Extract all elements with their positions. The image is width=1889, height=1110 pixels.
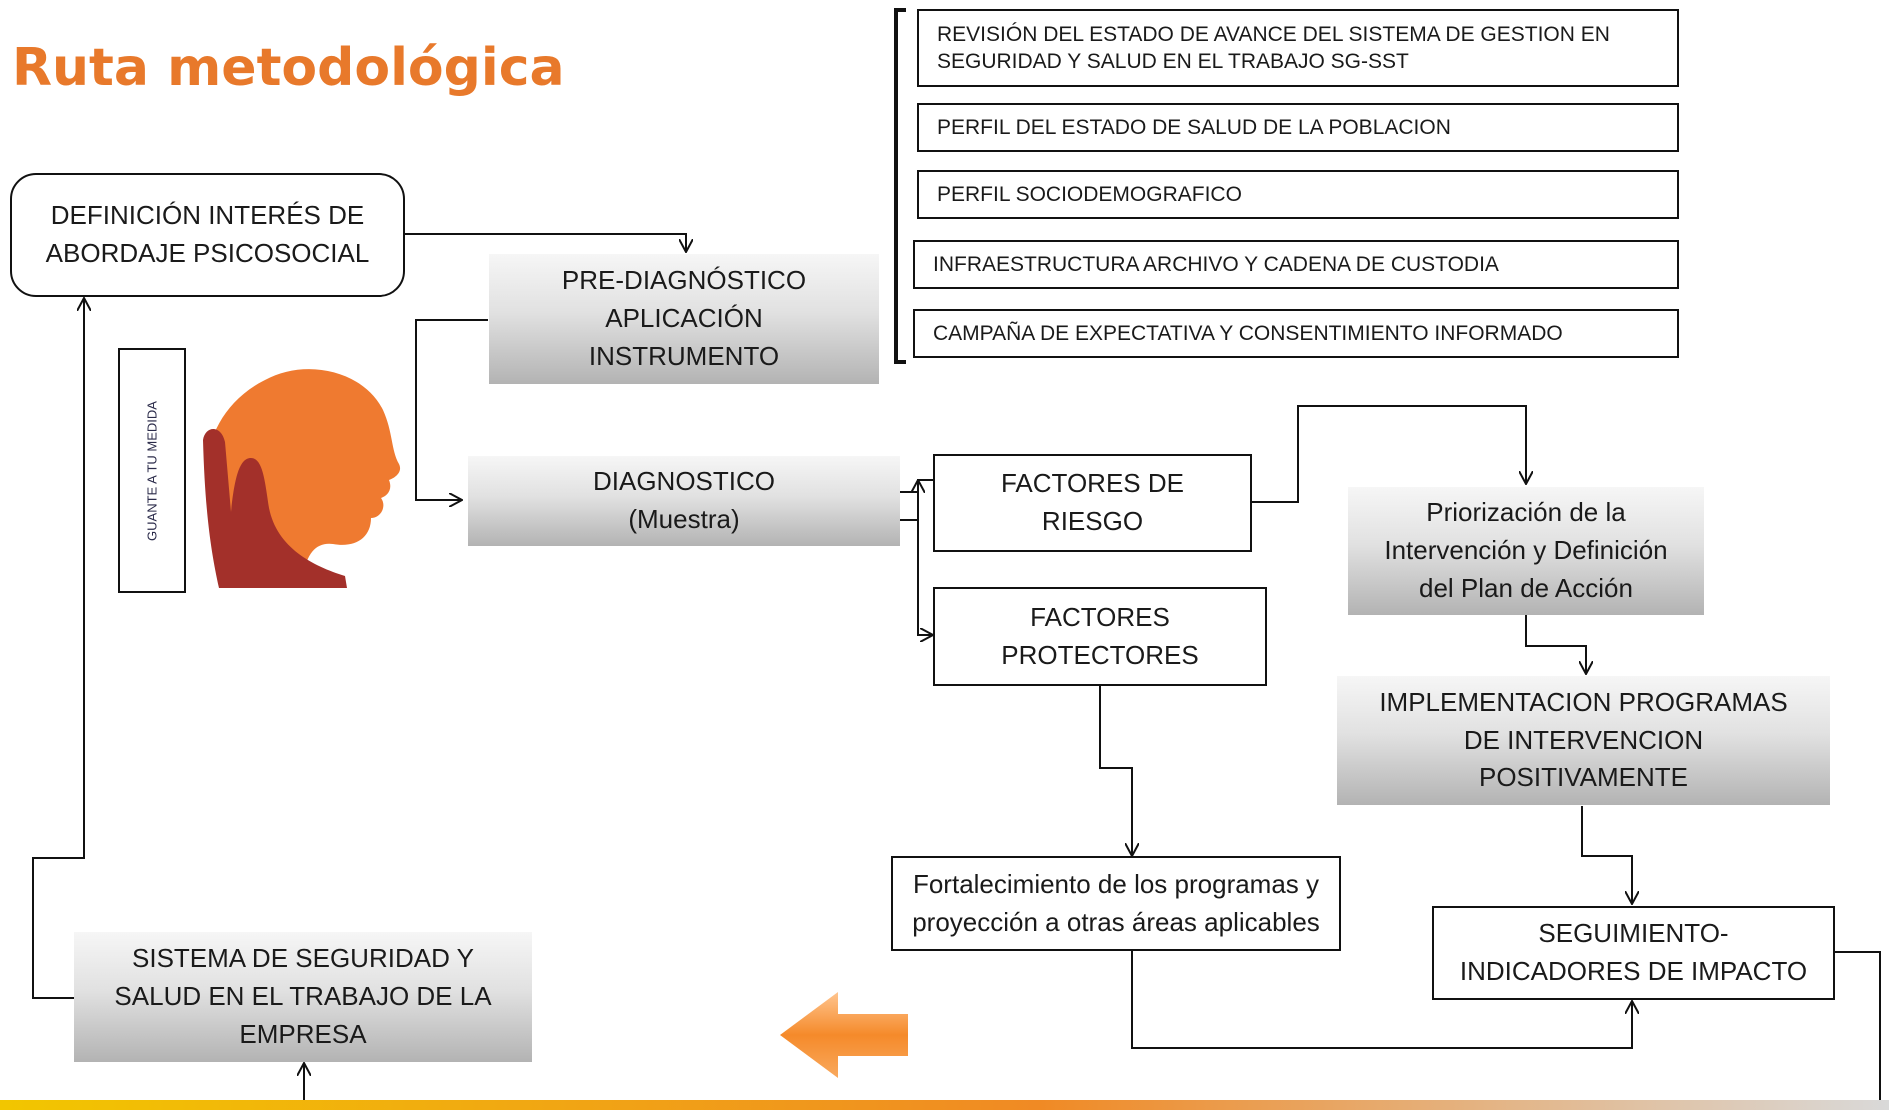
node-implementacion: IMPLEMENTACION PROGRAMAS DE INTERVENCION…	[1337, 676, 1830, 805]
prediag-item: REVISIÓN DEL ESTADO DE AVANCE DEL SISTEM…	[917, 9, 1679, 87]
head-in-hand-icon	[203, 369, 401, 588]
node-prediagnostico: PRE-DIAGNÓSTICO APLICACIÓN INSTRUMENTO	[489, 254, 879, 384]
connector-seguimiento-sistema	[1835, 951, 1881, 1110]
node-factores-protectores: FACTORES PROTECTORES	[933, 587, 1267, 686]
node-definicion: DEFINICIÓN INTERÉS DE ABORDAJE PSICOSOCI…	[10, 173, 405, 297]
node-diagnostico: DIAGNOSTICO (Muestra)	[468, 456, 900, 546]
connector-diagnostico-protectores	[917, 520, 933, 635]
left-arrow-icon	[780, 992, 908, 1078]
connector-definicion-prediag	[405, 233, 686, 252]
node-seguimiento: SEGUIMIENTO- INDICADORES DE IMPACTO	[1432, 906, 1835, 1000]
guante-label-box: GUANTE A TU MEDIDA	[118, 348, 186, 593]
connector-riesgo-priorizacion	[1252, 405, 1526, 503]
prediag-item: CAMPAÑA DE EXPECTATIVA Y CONSENTIMIENTO …	[913, 309, 1679, 358]
connector-diagnostico-riesgo	[900, 480, 933, 521]
node-sistema: SISTEMA DE SEGURIDAD Y SALUD EN EL TRABA…	[74, 932, 532, 1062]
connector-implementacion-seguimiento	[1581, 806, 1632, 904]
prediag-item: INFRAESTRUCTURA ARCHIVO Y CADENA DE CUST…	[913, 240, 1679, 289]
prediag-list-bracket	[894, 8, 906, 364]
guante-label: GUANTE A TU MEDIDA	[144, 400, 160, 541]
connector-sistema-definicion	[32, 298, 84, 999]
connector-prediag-diagnostico	[415, 319, 488, 500]
connector-protectores-fortalecimiento	[1099, 686, 1132, 856]
node-fortalecimiento: Fortalecimiento de los programas y proye…	[891, 856, 1341, 951]
page-title: Ruta metodológica	[12, 38, 565, 98]
connector-fortalecimiento-seguimiento	[1131, 950, 1632, 1049]
prediag-item: PERFIL DEL ESTADO DE SALUD DE LA POBLACI…	[917, 103, 1679, 152]
node-factores-riesgo: FACTORES DE RIESGO	[933, 454, 1252, 552]
footer-rule	[0, 1100, 1889, 1110]
node-priorizacion: Priorización de la Intervención y Defini…	[1348, 487, 1704, 615]
prediag-item: PERFIL SOCIODEMOGRAFICO	[917, 170, 1679, 219]
connector-priorizacion-implementacion	[1525, 615, 1586, 674]
